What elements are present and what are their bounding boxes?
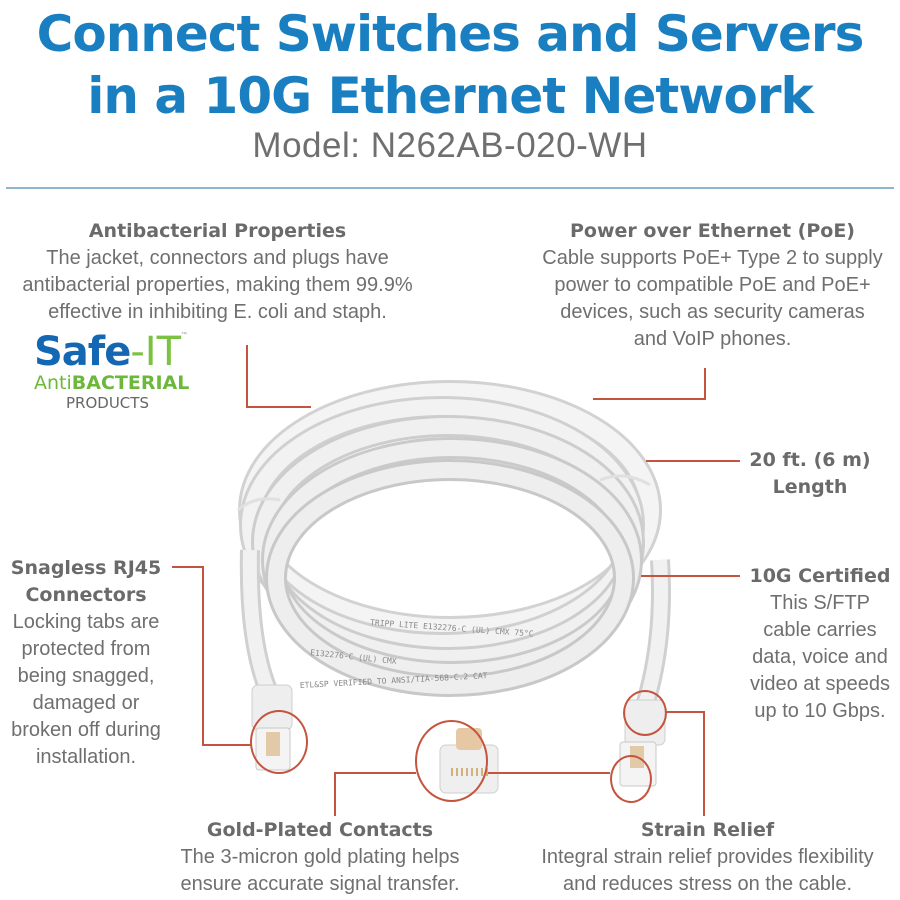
- logo-anti-prefix: Anti: [34, 372, 72, 394]
- headline-line-2: in a 10G Ethernet Network: [87, 67, 813, 125]
- feature-text-line: The 3-micron gold plating helps: [180, 846, 460, 868]
- leader-line-snagless: [202, 744, 252, 746]
- feature-text-line: protected from: [21, 638, 151, 660]
- header-divider: [6, 187, 894, 189]
- logo-brand-safe: Safe: [34, 329, 131, 375]
- cable-image: TRIPP LITE E132276-C (UL) CMX 75°C E1322…: [220, 350, 690, 810]
- feature-text-line: Locking tabs are: [12, 611, 160, 633]
- leader-line-length: [646, 460, 740, 462]
- feature-text-line: up to 10 Gbps.: [754, 700, 886, 722]
- feature-antibacterial: Antibacterial Properties The jacket, con…: [0, 218, 435, 326]
- feature-text-line: power to compatible PoE and PoE+: [554, 274, 871, 296]
- feature-heading: Snagless RJ45: [10, 557, 162, 579]
- feature-gold-contacts: Gold-Plated Contacts The 3-micron gold p…: [150, 817, 490, 898]
- feature-heading: 20 ft. (6 m): [749, 449, 871, 471]
- feature-strain-relief: Strain Relief Integral strain relief pro…: [515, 817, 900, 898]
- feature-heading: Gold-Plated Contacts: [206, 819, 434, 841]
- feature-text-line: cable carries: [763, 619, 877, 641]
- coiled-cable-icon: TRIPP LITE E132276-C (UL) CMX 75°C E1322…: [237, 380, 671, 794]
- feature-text-line: ensure accurate signal transfer.: [180, 873, 460, 895]
- leader-line-10g: [641, 575, 740, 577]
- feature-heading: Power over Ethernet (PoE): [570, 220, 855, 242]
- leader-line-antibacterial: [246, 406, 311, 408]
- leader-line-poe: [704, 368, 706, 400]
- callout-circle-strain-relief: [623, 690, 667, 736]
- leader-line-strain: [666, 711, 705, 713]
- feature-text-line: This S/FTP: [769, 592, 870, 614]
- feature-text-line: installation.: [35, 746, 137, 768]
- feature-text-line: damaged or: [32, 692, 140, 714]
- feature-heading: Strain Relief: [640, 819, 775, 841]
- leader-line-snagless: [202, 566, 204, 746]
- leader-line-antibacterial: [246, 345, 248, 408]
- feature-text-line: video at speeds: [749, 673, 891, 695]
- feature-text-line: effective in inhibiting E. coli and stap…: [48, 301, 387, 323]
- feature-snagless-rj45: Snagless RJ45 Connectors Locking tabs ar…: [0, 555, 172, 771]
- feature-text-line: The jacket, connectors and plugs have: [46, 247, 389, 269]
- logo-brand-it: -IT: [130, 329, 182, 375]
- callout-circle-left-plug: [250, 710, 308, 774]
- feature-heading: Connectors: [25, 584, 147, 606]
- logo-anti-bold: BACTERIAL: [71, 372, 190, 394]
- feature-poe: Power over Ethernet (PoE) Cable supports…: [525, 218, 900, 353]
- logo-products: PRODUCTS: [66, 394, 149, 412]
- leader-line-gold: [488, 772, 610, 774]
- feature-text-line: data, voice and: [752, 646, 888, 668]
- model-number: Model: N262AB-020-WH: [252, 126, 648, 165]
- headline-line-1: Connect Switches and Servers: [36, 5, 865, 63]
- feature-text-line: Cable supports PoE+ Type 2 to supply: [542, 247, 883, 269]
- feature-text-line: being snagged,: [17, 665, 155, 687]
- callout-circle-right-plug: [610, 755, 652, 803]
- feature-text-line: and VoIP phones.: [633, 328, 792, 350]
- feature-length: 20 ft. (6 m) Length: [740, 447, 880, 501]
- feature-10g-certified: 10G Certified This S/FTP cable carries d…: [740, 563, 900, 725]
- feature-text-line: devices, such as security cameras: [560, 301, 865, 323]
- feature-heading: 10G Certified: [749, 565, 891, 587]
- feature-text-line: broken off during: [11, 719, 161, 741]
- feature-text-line: and reduces stress on the cable.: [562, 873, 853, 895]
- leader-line-snagless: [172, 566, 204, 568]
- callout-circle-gold-contacts: [415, 720, 488, 802]
- feature-heading: Length: [772, 476, 848, 498]
- logo-antibacterial: AntiBACTERIAL: [34, 372, 214, 394]
- leader-line-gold: [334, 772, 416, 774]
- feature-heading: Antibacterial Properties: [88, 220, 347, 242]
- safe-it-logo: Safe-IT™ AntiBACTERIAL PRODUCTS: [34, 332, 214, 412]
- trademark-symbol: ™: [181, 332, 188, 338]
- feature-text-line: Integral strain relief provides flexibil…: [541, 846, 874, 868]
- leader-line-poe: [593, 398, 706, 400]
- feature-text-line: antibacterial properties, making them 99…: [22, 274, 413, 296]
- leader-line-strain: [703, 711, 705, 816]
- leader-line-gold: [334, 772, 336, 816]
